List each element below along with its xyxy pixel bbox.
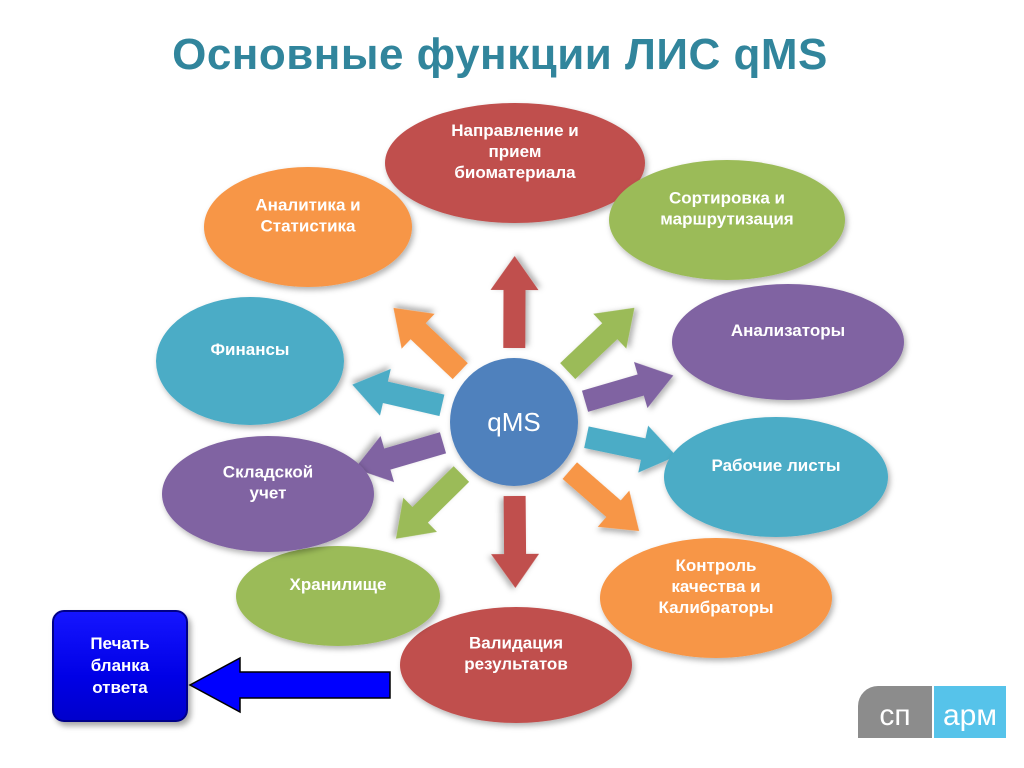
center-circle [450,358,578,486]
node-label: качества и [671,577,760,596]
node-label: Валидация [469,634,563,653]
node-label: прием [489,142,542,161]
node-worksheets: Рабочие листы [664,417,888,537]
print-box-line: Печать [90,634,150,653]
node-analyzers: Анализаторы [672,284,904,400]
node-storage: Хранилище [236,546,440,646]
node-label: Финансы [211,340,290,359]
print-response-form-box: Печать бланка ответа [52,610,188,722]
arrow-to-analytics [393,307,468,380]
node-label: Складской [223,463,313,482]
node-ellipse [609,160,845,280]
arrow-to-print-box [188,656,391,714]
arrow-to-direction [490,256,539,349]
center-node: qMS [450,358,578,486]
arrow-to-storage [395,466,470,539]
node-finance: Финансы [156,297,344,425]
node-ellipse [385,103,645,223]
node-quality: Контроль качества и Калибраторы [600,538,832,658]
arrow-to-validation [491,495,540,588]
node-label: результатов [464,655,568,674]
arrow-to-worksheets [584,425,677,473]
node-label: Сортировка и [669,189,785,208]
print-box-line: бланка [90,656,150,675]
page-title: Основные функции ЛИС qMS [172,30,828,79]
center-label: qMS [487,407,540,437]
node-direction: Направление и прием биоматериала [385,103,645,223]
node-ellipse [204,167,412,287]
logo-right-part: арм [934,686,1006,738]
node-label: Калибраторы [658,598,773,617]
node-warehouse: Складской учет [162,436,374,552]
company-logo: сп арм [858,686,1006,738]
node-ellipse [162,436,374,552]
node-label: Статистика [260,217,356,236]
node-label: учет [250,484,287,503]
node-validation: Валидация результатов [400,607,632,723]
logo-left-part: сп [858,686,932,738]
arrow-to-warehouse [354,432,447,483]
node-label: Хранилище [290,575,387,594]
node-ellipse [400,607,632,723]
node-label: Контроль [676,556,757,575]
arrow-to-finance [352,368,445,417]
node-label: Анализаторы [731,321,845,340]
print-box-line: ответа [92,678,148,697]
node-ellipse [664,417,888,537]
node-sorting: Сортировка и маршрутизация [609,160,845,280]
arrow-to-quality [562,462,640,532]
node-label: Аналитика и [255,196,360,215]
node-ellipse [236,546,440,646]
node-label: маршрутизация [660,210,793,229]
node-label: Направление и [451,121,578,140]
node-ellipse [156,297,344,425]
arrow-to-analyzers [581,361,674,412]
node-label: биоматериала [454,163,576,182]
node-ellipse [672,284,904,400]
arrow-to-sorting [560,307,635,380]
node-label: Рабочие листы [711,456,840,475]
node-ellipse [600,538,832,658]
node-analytics: Аналитика и Статистика [204,167,412,287]
